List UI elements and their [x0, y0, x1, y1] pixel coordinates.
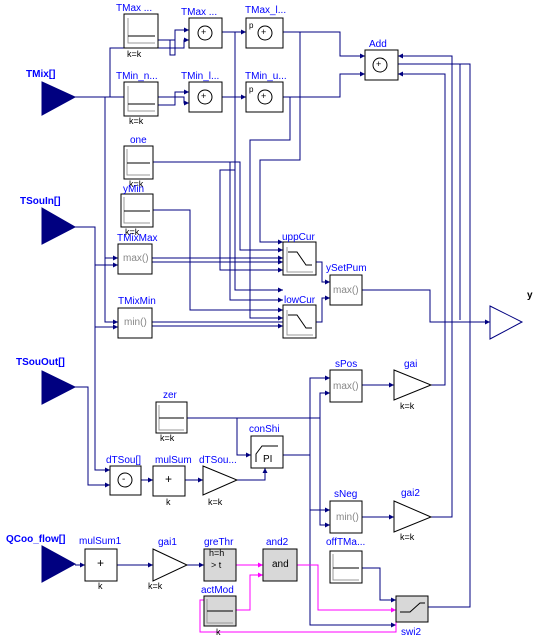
- tsouin-port[interactable]: [41, 207, 77, 245]
- input-ports: [41, 81, 77, 583]
- tmixmax-block[interactable]: [117, 243, 153, 275]
- lowcur-block[interactable]: [282, 304, 317, 339]
- dtsou1-op: -: [122, 474, 126, 485]
- actmod-param: k: [216, 627, 221, 637]
- tmin-const-param: k=k: [129, 116, 144, 126]
- tmixmin-op: min(): [124, 317, 147, 328]
- sneg-op: min(): [336, 512, 359, 523]
- tmax-lim-p: p: [249, 21, 254, 30]
- gai2-param: k=k: [400, 532, 415, 542]
- tmin-lim-p: p: [249, 85, 254, 94]
- tmixmin-name: TMixMin: [118, 296, 156, 307]
- mulsum-op: +: [165, 472, 173, 486]
- actmod-name: actMod: [201, 585, 234, 596]
- mulsum-block[interactable]: [152, 465, 186, 497]
- grethr-block[interactable]: [203, 548, 237, 582]
- swi2-block[interactable]: [395, 595, 429, 623]
- qcoo-label: QCoo_flow[]: [6, 534, 66, 545]
- tmix-port[interactable]: [41, 81, 77, 116]
- gai1-name: gai1: [158, 537, 177, 548]
- zer-param: k=k: [160, 433, 175, 443]
- tmin-lim-name: TMin_u...: [245, 71, 287, 82]
- grethr-op: > t: [211, 560, 222, 570]
- mulsum-param: k: [166, 497, 171, 507]
- uppcur-name: uppCur: [282, 232, 315, 243]
- y-port[interactable]: [489, 305, 524, 340]
- boolean-wires: [199, 562, 397, 633]
- qcoo-port[interactable]: [41, 545, 77, 583]
- sneg-block[interactable]: [329, 500, 363, 534]
- swi2-name: swi2: [401, 627, 422, 638]
- tmin-add-name: TMin_l...: [181, 71, 220, 82]
- tmixmax-name: TMixMax: [117, 233, 158, 244]
- ysetpum-op: max(): [333, 285, 359, 296]
- and2-op: and: [272, 559, 289, 570]
- dtsou2-param: k=k: [208, 497, 223, 507]
- tmin-const-name: TMin_n...: [116, 71, 158, 82]
- tmax-const-block[interactable]: [123, 13, 159, 49]
- dtsou2-block[interactable]: [202, 465, 239, 496]
- tmax-add-sign: +: [201, 27, 207, 37]
- mulsum1-name: mulSum1: [79, 536, 122, 547]
- ysetpum-block[interactable]: [329, 274, 363, 306]
- lowcur-name: lowCur: [284, 295, 316, 306]
- conshi-name: conShi: [249, 424, 280, 435]
- mulsum1-op: +: [97, 556, 105, 570]
- spos-op: max(): [333, 381, 359, 392]
- tmax-const-name: TMax ...: [116, 3, 153, 14]
- spos-name: sPos: [335, 359, 358, 370]
- tmixmin-block[interactable]: [117, 307, 153, 339]
- one-name: one: [130, 135, 147, 146]
- tmin-const-block[interactable]: [123, 81, 159, 117]
- sneg-name: sNeg: [334, 489, 358, 500]
- offtma-name: offTMa...: [326, 537, 366, 548]
- gai1-block[interactable]: [152, 548, 189, 582]
- tsouout-label: TSouOut[]: [16, 357, 65, 368]
- dtsou2-name: dTSou...: [199, 455, 237, 466]
- spos-block[interactable]: [329, 369, 363, 403]
- dtsou1-name: dTSou[]: [106, 455, 142, 466]
- ymin-name: yMin: [123, 184, 145, 195]
- gai2-name: gai2: [401, 488, 420, 499]
- tmixmax-op: max(): [123, 253, 149, 264]
- and2-name: and2: [266, 537, 289, 548]
- offtma-block[interactable]: [329, 550, 363, 584]
- tmix-label: TMix[]: [26, 69, 56, 80]
- add-sign: +: [376, 59, 382, 69]
- blocks: [84, 13, 433, 627]
- tmax-add-name: TMax ...: [181, 7, 218, 18]
- conshi-op: PI: [263, 454, 273, 465]
- tmin-add-sign: +: [201, 91, 207, 101]
- mulsum1-block[interactable]: [84, 548, 118, 582]
- one-param: k=k: [129, 179, 144, 189]
- tmax-lim-sign: +: [261, 27, 267, 37]
- grethr-param: h=h: [209, 548, 225, 558]
- tmax-lim-name: TMax_l...: [245, 5, 287, 16]
- ysetpum-name: ySetPum: [326, 263, 367, 274]
- ymin-param: k=k: [125, 227, 140, 237]
- y-label: y: [527, 290, 533, 301]
- uppcur-block[interactable]: [282, 241, 317, 276]
- gai1-param: k=k: [148, 581, 163, 591]
- gai-block[interactable]: [393, 369, 433, 401]
- gai-name: gai: [404, 359, 418, 370]
- mulsum1-param: k: [98, 581, 103, 591]
- gai-param: k=k: [400, 401, 415, 411]
- add-name: Add: [369, 39, 387, 50]
- tmin-lim-sign: +: [261, 91, 267, 101]
- mulsum-name: mulSum: [155, 455, 192, 466]
- tsouout-port[interactable]: [41, 370, 77, 405]
- tmax-const-param: k=k: [127, 49, 142, 59]
- zer-name: zer: [163, 390, 177, 401]
- conshi-block[interactable]: [250, 435, 284, 469]
- grethr-name: greThr: [204, 537, 234, 548]
- and2-block[interactable]: [262, 548, 298, 582]
- tsouin-label: TSouIn[]: [20, 196, 61, 207]
- gai2-block[interactable]: [393, 500, 433, 533]
